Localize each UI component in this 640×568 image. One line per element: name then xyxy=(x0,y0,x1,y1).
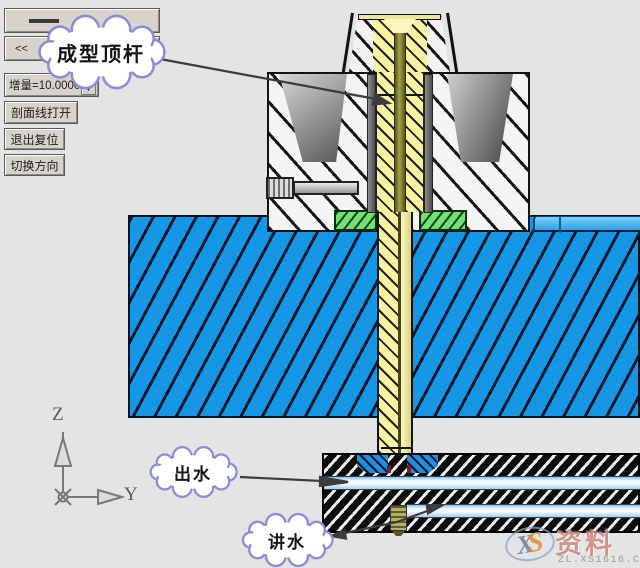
pin-tip-end xyxy=(392,531,405,536)
sleeve-step-line-right xyxy=(406,94,423,96)
ejector-pin-section-left xyxy=(377,212,398,453)
fitting-wedge-left xyxy=(357,455,388,473)
core-plate-top-face xyxy=(533,216,640,233)
sleeve-step-line-left xyxy=(377,94,394,96)
side-screw-head xyxy=(266,177,294,199)
slider-handle-icon xyxy=(29,18,59,23)
side-screw-shaft xyxy=(293,181,359,195)
pin-step-line xyxy=(381,447,411,449)
callout-water-out: 出水 xyxy=(146,442,240,502)
section-line-toggle-button[interactable]: 剖面线打开 xyxy=(4,101,78,124)
watermark-site-name: 资料网 xyxy=(555,529,615,559)
switch-direction-button[interactable]: 切换方向 xyxy=(4,154,65,176)
watermark-logo: X S xyxy=(502,522,558,566)
axis-z-label: Z xyxy=(52,404,64,425)
increment-value: 增量=10.0000 xyxy=(9,80,81,92)
insert-green-right xyxy=(419,210,467,231)
seal-left xyxy=(387,465,391,473)
watermark: X S 资料网 ZL.XS1616.COM xyxy=(500,518,640,568)
pocket-step-edge xyxy=(559,217,561,233)
pin-thread-tip xyxy=(390,505,407,531)
watermark-site-url: ZL.XS1616.COM xyxy=(558,555,640,566)
sleeve-retainer-left xyxy=(367,74,376,213)
callout-water-in: 讲水 xyxy=(238,512,336,568)
callout-water-in-label: 讲水 xyxy=(268,532,306,552)
seal-right xyxy=(407,465,411,473)
fitting-wedge-right xyxy=(407,455,438,473)
callout-water-out-label: 出水 xyxy=(174,464,212,484)
water-channel-in xyxy=(407,504,640,518)
ejector-pin-surface-right xyxy=(401,212,413,453)
axis-y-label: Y xyxy=(124,484,138,505)
water-channel-out xyxy=(324,476,640,490)
insert-green-left xyxy=(334,210,377,231)
sleeve-retainer-right xyxy=(424,74,433,213)
callout-ejector-pin-label: 成型顶杆 xyxy=(57,43,145,66)
ejector-pin-bore-line xyxy=(398,212,401,453)
callout-ejector-pin: 成型顶杆 xyxy=(28,13,174,91)
exit-reset-button[interactable]: 退出复位 xyxy=(4,128,65,150)
